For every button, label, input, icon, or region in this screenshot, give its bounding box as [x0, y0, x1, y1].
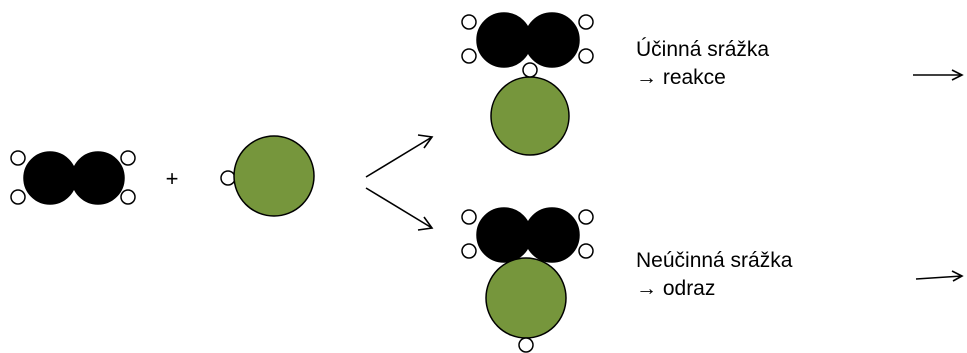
effective-result-arrow: [913, 69, 964, 81]
ineffective-c-atom-right: [524, 207, 580, 263]
effective-small-atom: [522, 62, 538, 78]
reactant-h-atom-top-right: [120, 150, 136, 166]
reactant-h-atom-top-left: [10, 150, 26, 166]
effective-large-atom: [490, 76, 570, 156]
effective-collision-label: Účinná srážka: [636, 38, 769, 61]
ineffective-h-atom-top-right: [578, 209, 594, 225]
branch-arrow-up: [365, 134, 434, 178]
ineffective-h-atom-bottom-left: [461, 243, 477, 259]
effective-collision-result: → reakce: [636, 66, 726, 89]
ineffective-collision-result: → odraz: [636, 277, 715, 300]
effective-c-atom-left: [476, 12, 532, 68]
reactant-small-atom: [220, 170, 236, 186]
plus-sign: +: [166, 166, 179, 191]
reactant-h-atom-bottom-right: [120, 189, 136, 205]
effective-collision-molecules: [461, 12, 594, 156]
effective-h-atom-top-left: [461, 14, 477, 30]
ineffective-c-atom-left: [476, 207, 532, 263]
ineffective-h-atom-bottom-right: [578, 243, 594, 259]
branch-arrow-down: [365, 187, 434, 231]
reactant-c-atom-left: [23, 151, 77, 205]
effective-h-atom-bottom-right: [578, 48, 594, 64]
ineffective-result-arrow: [915, 270, 964, 282]
ineffective-collision-label: Neúčinná srážka: [636, 249, 793, 272]
effective-h-atom-top-right: [578, 14, 594, 30]
ineffective-collision-molecules: [461, 207, 594, 353]
reactant-atom-pair: [220, 135, 315, 217]
ineffective-small-atom: [518, 337, 534, 353]
reactant-c-atom-right: [71, 151, 125, 205]
ineffective-h-atom-top-left: [461, 209, 477, 225]
reactant-molecule: [10, 150, 136, 205]
ineffective-large-atom: [485, 257, 567, 339]
effective-c-atom-right: [524, 12, 580, 68]
effective-h-atom-bottom-left: [461, 48, 477, 64]
reactant-h-atom-bottom-left: [10, 189, 26, 205]
reactant-large-atom: [233, 135, 315, 217]
